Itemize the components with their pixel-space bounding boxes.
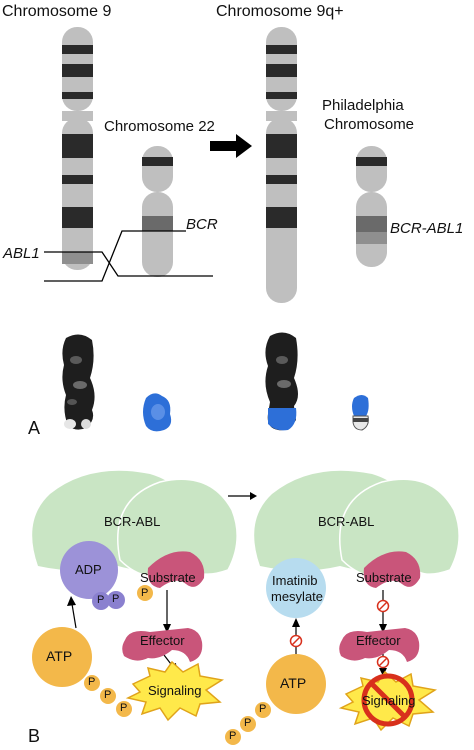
label-bcr-abl-left: BCR-ABL xyxy=(104,514,161,529)
label-bcr-abl1: BCR-ABL1 xyxy=(390,220,464,237)
label-imatinib-line2: mesylate xyxy=(271,589,324,604)
micrograph-chromosome-22 xyxy=(143,393,172,432)
label-substrate-left: Substrate xyxy=(140,570,196,585)
atp-right xyxy=(225,654,326,745)
label-atp-right-p1: P xyxy=(259,703,267,715)
label-substrate-p: P xyxy=(141,587,149,599)
label-atp-right-p2: P xyxy=(244,717,252,729)
translocation-arrow xyxy=(210,134,252,158)
substrate-right xyxy=(363,551,421,588)
label-chromosome-9: Chromosome 9 xyxy=(2,3,112,20)
label-atp-left: ATP xyxy=(46,648,73,664)
label-chromosome-9q: Chromosome 9q+ xyxy=(216,3,344,20)
imatinib-molecule xyxy=(266,558,326,618)
label-adp-p1: P xyxy=(97,594,105,606)
bcr-abl-enzyme-left xyxy=(32,470,238,578)
label-signaling-left: Signaling xyxy=(148,683,202,698)
label-effector-left: Effector xyxy=(140,633,185,648)
micrograph-philadelphia xyxy=(352,395,369,431)
label-adp: ADP xyxy=(75,562,102,577)
label-philadelphia-line2: Chromosome xyxy=(324,116,415,133)
effector-left xyxy=(122,628,203,662)
atp-left xyxy=(32,627,132,717)
label-bcr-abl-right: BCR-ABL xyxy=(318,514,375,529)
label-bcr: BCR xyxy=(186,216,218,233)
panel-label-a: A xyxy=(28,418,41,438)
chromosome-22-ideogram xyxy=(142,146,173,277)
label-imatinib-line1: Imatinib xyxy=(272,573,318,588)
label-atp-right-p3: P xyxy=(229,730,237,742)
label-atp-left-p2: P xyxy=(104,689,112,701)
signaling-burst-left xyxy=(125,660,225,722)
micrograph-chromosome-9 xyxy=(62,334,95,430)
philadelphia-ideogram xyxy=(356,146,387,267)
phosphate-on-substrate xyxy=(137,585,153,601)
label-philadelphia-line1: Philadelphia xyxy=(322,97,404,114)
substrate-left xyxy=(147,551,205,588)
micrograph-chromosome-9q xyxy=(265,332,298,431)
label-adp-p2: P xyxy=(112,593,120,605)
label-effector-right: Effector xyxy=(356,633,401,648)
transition-arrow xyxy=(228,492,257,500)
label-signaling-right: Signaling xyxy=(362,693,416,708)
blocked-signaling-icon xyxy=(361,673,415,727)
label-substrate-right: Substrate xyxy=(356,570,412,585)
effector-right xyxy=(339,628,420,662)
chromosome-9q-ideogram xyxy=(266,27,297,303)
adp-molecule xyxy=(60,541,125,610)
label-abl1: ABL1 xyxy=(3,245,40,262)
bcr-abl-enzyme-right xyxy=(254,470,460,578)
label-atp-right: ATP xyxy=(280,675,307,691)
label-chromosome-22: Chromosome 22 xyxy=(104,118,215,135)
panel-label-b: B xyxy=(28,726,41,746)
label-atp-left-p3: P xyxy=(120,702,128,714)
translocation-lines xyxy=(44,230,213,282)
chromosome-9-ideogram xyxy=(62,27,93,270)
label-atp-left-p1: P xyxy=(88,676,96,688)
inhibit-markers xyxy=(289,599,390,669)
